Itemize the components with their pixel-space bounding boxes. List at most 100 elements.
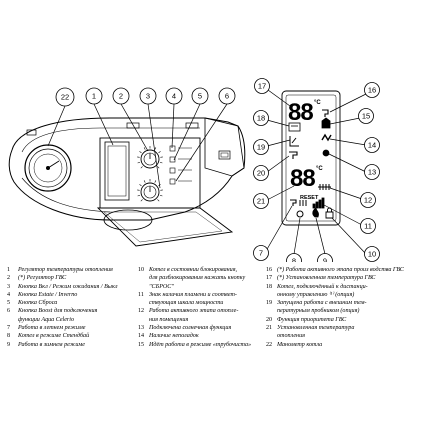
legend-number: 6 bbox=[7, 308, 11, 315]
legend-text: (*) Работа активного этапа произ водства… bbox=[277, 267, 404, 273]
legend-text: Котел в режиме Стендбай bbox=[18, 333, 90, 340]
legend-number: 21 bbox=[266, 325, 273, 332]
legend-row: отопления bbox=[266, 332, 440, 340]
callout-number-3: 3 bbox=[146, 92, 150, 101]
flame-power-bar-1 bbox=[312, 203, 316, 209]
callout-circle-7 bbox=[253, 245, 269, 261]
legend-number: 7 bbox=[7, 325, 11, 332]
callout-number-2: 2 bbox=[119, 92, 123, 101]
callout-circle-20 bbox=[253, 165, 269, 181]
reset-button[interactable] bbox=[169, 167, 176, 174]
front-flap bbox=[96, 207, 234, 247]
lcd-top-digits: 88 bbox=[288, 99, 313, 126]
callout-circle-16 bbox=[364, 82, 380, 98]
legend-text: Регулятор температуры отопления bbox=[18, 267, 113, 273]
legend-row: 2 (*) Регулятор ГВС bbox=[7, 274, 137, 282]
legend-text: (*) Регулятор ГВС bbox=[18, 275, 67, 282]
callout-number-19: 19 bbox=[257, 143, 265, 152]
knob-tick bbox=[137, 161, 141, 164]
callout-number-11: 11 bbox=[364, 222, 372, 231]
callout-number-18: 18 bbox=[257, 114, 265, 123]
legend-text: отопления bbox=[277, 333, 305, 340]
legend-text: Функция приоритета ГВС bbox=[277, 316, 347, 323]
boost-button[interactable] bbox=[169, 178, 176, 185]
legend-text: функции Aqua Celerio bbox=[18, 316, 75, 323]
callout-number-10: 10 bbox=[368, 250, 376, 259]
legend-row: 17 (*) Установленная температура ГВС bbox=[266, 274, 440, 282]
dhw-temp-knob[interactable] bbox=[140, 182, 160, 202]
legend-text: (*) Установленная температура ГВС bbox=[277, 275, 376, 282]
legend-row: 22 Манометр котла bbox=[266, 341, 440, 349]
callout-circle-4 bbox=[165, 87, 183, 105]
external-probe-icon bbox=[289, 136, 299, 147]
lcd-bottom-digits: 88 bbox=[290, 165, 315, 192]
legend-row: 7 Работа в летнем режиме bbox=[7, 324, 137, 332]
legend-number: 10 bbox=[138, 267, 145, 273]
standby-icon bbox=[296, 210, 304, 218]
legend-text: Подключена солнечная функция bbox=[149, 325, 232, 332]
callout-circle-19 bbox=[253, 139, 269, 155]
legend-text: для разблокирования нажать кнопку bbox=[149, 275, 246, 282]
callout-circle-12 bbox=[360, 192, 376, 208]
legend-text: Котел в состоянии блокирования, bbox=[149, 267, 238, 273]
legend-number: 17 bbox=[266, 275, 273, 282]
on-standby-off-button[interactable] bbox=[169, 145, 176, 152]
legend-number: 3 bbox=[7, 283, 11, 290]
callout-number-7: 7 bbox=[259, 249, 263, 258]
knob-tick bbox=[140, 166, 143, 169]
legend-text: ния помещения bbox=[149, 316, 189, 323]
legend-number: 22 bbox=[266, 341, 273, 348]
legend-row: онному управлению ⁽¹⁾ (опция) bbox=[266, 291, 440, 299]
callout-number-4: 4 bbox=[172, 92, 176, 101]
flame-power-bar-2 bbox=[315, 201, 319, 209]
remote-control-icon bbox=[288, 122, 301, 132]
callout-circle-1 bbox=[85, 87, 103, 105]
callout-circle-22 bbox=[55, 87, 75, 107]
manometer-gauge bbox=[24, 144, 72, 192]
legend-row: для разблокирования нажать кнопку bbox=[138, 274, 270, 282]
legend-row: пературным пробником (опция) bbox=[266, 307, 440, 315]
callout-circle-13 bbox=[364, 164, 380, 180]
legend-number: 12 bbox=[138, 308, 145, 315]
dhw-active-icon bbox=[322, 109, 329, 117]
legend-text: Работа активного этапа отопле- bbox=[149, 308, 239, 315]
knob-tick bbox=[140, 199, 143, 202]
mini-display bbox=[104, 141, 130, 201]
legend-text: Манометр котла bbox=[277, 341, 323, 348]
knob-tick bbox=[159, 194, 163, 197]
fault-icon bbox=[321, 133, 332, 142]
legend-number: 13 bbox=[138, 325, 145, 332]
callout-number-17: 17 bbox=[258, 82, 266, 91]
legend-row: "СБРОС" bbox=[138, 283, 270, 291]
callout-circle-8 bbox=[286, 253, 302, 262]
legend-number: 9 bbox=[7, 341, 11, 348]
callout-number-13: 13 bbox=[368, 168, 376, 177]
heating-temp-knob[interactable] bbox=[140, 149, 160, 169]
legend-number: 16 bbox=[266, 267, 273, 273]
legend-text: "СБРОС" bbox=[149, 283, 174, 290]
callout-circle-21 bbox=[253, 193, 269, 209]
legend-text: ствующая шкала мощности bbox=[149, 300, 224, 307]
legend-row: 12 Работа активного этапа отопле- bbox=[138, 307, 270, 315]
legend-number: 11 bbox=[138, 291, 144, 298]
legend-number: 18 bbox=[266, 283, 273, 290]
legend-number: 2 bbox=[7, 275, 11, 282]
callout-number-22: 22 bbox=[61, 93, 69, 102]
callout-circle-2 bbox=[112, 87, 130, 105]
callout-circle-10 bbox=[364, 246, 380, 262]
legend-text: Работа в летнем режиме bbox=[18, 325, 86, 332]
estate-inverno-button[interactable] bbox=[169, 156, 176, 163]
legend-column-2: 10 Котел в состоянии блокирования, для раз… bbox=[138, 266, 270, 349]
callout-number-1: 1 bbox=[92, 92, 96, 101]
lcd-top-unit: °C bbox=[314, 100, 321, 106]
